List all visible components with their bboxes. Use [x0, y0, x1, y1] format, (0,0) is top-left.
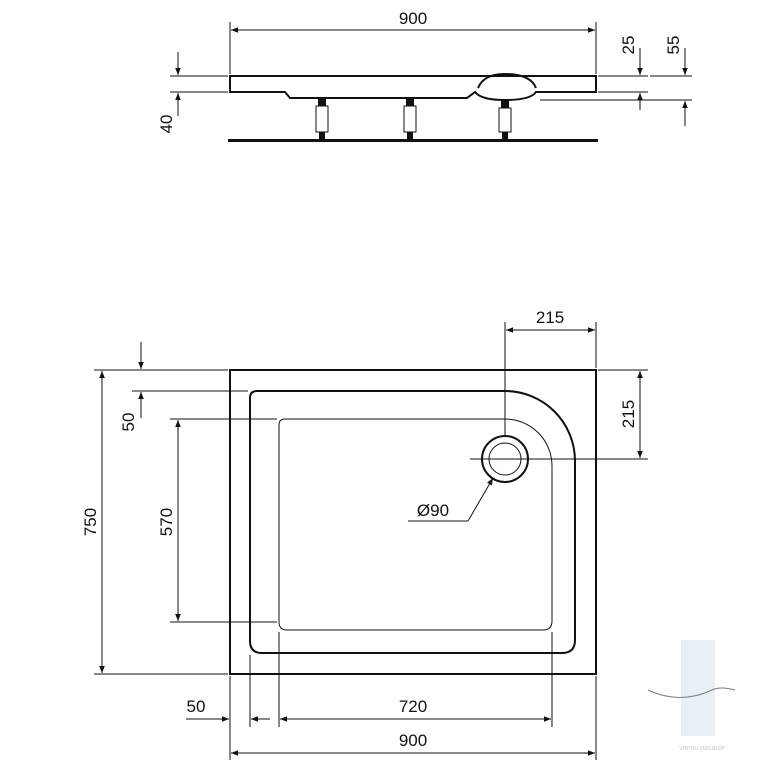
leg-2: [403, 98, 417, 140]
plan-view: 215 215 Ø90 50 570 750 50: [81, 308, 648, 760]
total-height-label: 55: [664, 36, 683, 55]
edge-offset-top-label: 50: [119, 413, 138, 432]
inner-width-label: 720: [399, 697, 427, 716]
side-tray-body: [229, 75, 597, 102]
drain-diameter-label: Ø90: [417, 501, 449, 520]
plan-basin-edge: [249, 390, 576, 654]
leg-3: [498, 100, 512, 140]
overall-height-label: 750: [81, 508, 100, 536]
leg-height-label: 40: [157, 115, 176, 134]
side-legs: [315, 98, 512, 140]
edge-offset-left-label: 50: [187, 697, 206, 716]
side-floor: [228, 139, 598, 142]
side-width-label: 900: [399, 9, 427, 28]
drain-offset-x-label: 215: [536, 308, 564, 327]
drain-offset-y-label: 215: [619, 400, 638, 428]
watermark-text: vannu pasaule: [679, 745, 725, 752]
side-drain-bump: [477, 72, 537, 89]
plan-width-label: 900: [399, 731, 427, 750]
plan-basin-floor: [278, 418, 553, 631]
plan-outer-edge: [229, 369, 597, 675]
watermark-logo: vannu pasaule: [647, 640, 736, 752]
rim-height-label: 25: [619, 36, 638, 55]
inner-height-label: 570: [157, 508, 176, 536]
leg-1: [315, 98, 329, 140]
side-view: 900 25 55 40: [157, 9, 692, 142]
